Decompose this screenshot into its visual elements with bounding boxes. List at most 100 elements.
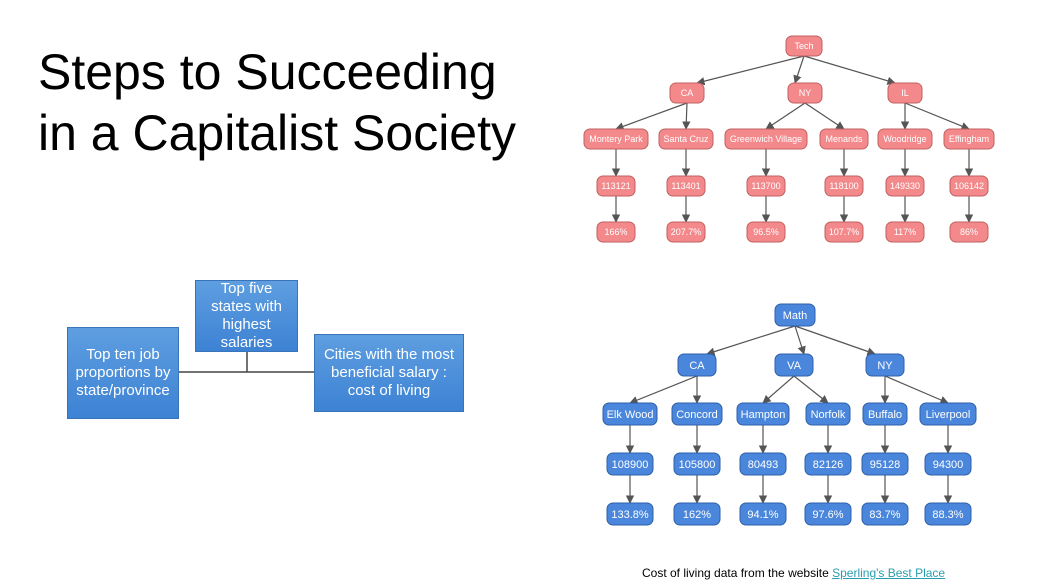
slide-title-line-1: Steps to Succeeding [38, 44, 497, 100]
tech_tree-city-node-label: Menands [825, 134, 863, 144]
math_tree-city-node: Hampton [736, 402, 790, 426]
tech_tree-salary-node-label: 113401 [671, 181, 700, 191]
tech_tree-ratio-node-box [596, 221, 636, 243]
math_tree-state-node: NY [865, 353, 905, 377]
tech_tree-city-node-box [724, 128, 808, 150]
math_tree-ratio-node-label: 97.6% [812, 509, 843, 521]
tech_tree-ratio-node-box [949, 221, 989, 243]
tech_tree-state-node-box [669, 82, 705, 104]
math_tree-root-node-label: Math [783, 310, 807, 322]
tech_tree-edge-state-city [615, 102, 688, 131]
tech_tree-ratio-node: 207.7% [666, 221, 706, 243]
footer-text: Cost of living data from the website [642, 566, 833, 580]
math_tree-city-node-box [671, 402, 723, 426]
tech_tree-salary-node-label: 106142 [954, 181, 984, 191]
math_tree-salary-node-label: 95128 [870, 459, 901, 471]
slide-title-line-2: in a Capitalist Society [38, 105, 517, 161]
tech_tree-ratio-node-box [666, 221, 706, 243]
math_tree-root-node: Math [774, 303, 816, 327]
math_tree-ratio-node-label: 133.8% [611, 509, 649, 521]
math_tree-salary-node-label: 82126 [813, 459, 844, 471]
math_tree-city-node: Elk Wood [602, 402, 658, 426]
math_tree-salary-node-box [924, 452, 972, 476]
tech_tree-root-node-box [785, 35, 823, 57]
tech_tree-city-node: Greenwich Village [724, 128, 808, 150]
math_tree-salary-node-box [606, 452, 654, 476]
math_tree-city-node-label: Liverpool [926, 409, 971, 421]
tech_tree-state-node-label: CA [681, 88, 694, 98]
tech_tree-state-node-box [787, 82, 823, 104]
math_tree-edge-state-city [762, 375, 795, 404]
math_tree-ratio-node: 83.7% [861, 502, 909, 526]
tech_tree-ratio-node-label: 166% [604, 227, 627, 237]
tech_tree-salary-node-label: 118100 [829, 181, 858, 191]
tech_tree-salary-node: 118100 [824, 175, 864, 197]
tech_tree-edge-state-city [682, 102, 691, 130]
tech_tree-salary-node-label: 149330 [890, 181, 920, 191]
math_tree-state-node: CA [677, 353, 717, 377]
math_tree-city-node-label: Norfolk [811, 409, 846, 421]
tech_tree-ratio-node: 166% [596, 221, 636, 243]
math_tree-salary-node: 105800 [673, 452, 721, 476]
math_tree-root-node-box [774, 303, 816, 327]
tech_tree-root-node-label: Tech [794, 41, 813, 51]
math_tree-city-node-box [805, 402, 851, 426]
sperlings-link[interactable]: Sperling's Best Place [832, 566, 946, 580]
math_tree-ratio-node-box [924, 502, 972, 526]
math_tree-ratio-node: 133.8% [606, 502, 654, 526]
tech_tree-state-node-label: IL [901, 88, 909, 98]
math_tree-edge-root-state [794, 325, 806, 355]
tech_tree-city-node-box [819, 128, 869, 150]
math_tree-salary-node-label: 105800 [679, 459, 716, 471]
tech_tree-state-node-box [887, 82, 923, 104]
tech_tree-salary-node: 106142 [949, 175, 989, 197]
tech_tree-ratio-node: 86% [949, 221, 989, 243]
tech_tree-city-node: Santa Cruz [658, 128, 714, 150]
math_tree-city-node: Buffalo [862, 402, 908, 426]
tech_tree-ratio-node: 107.7% [824, 221, 864, 243]
math_tree-salary-node-box [673, 452, 721, 476]
tech_tree-salary-node-box [824, 175, 864, 197]
flow-box-job-proportions: Top ten job proportions by state/provinc… [67, 327, 179, 419]
math_tree-salary-node-label: 94300 [933, 459, 964, 471]
tech_tree-city-node-label: Woodridge [883, 134, 926, 144]
math_tree-state-node: VA [774, 353, 814, 377]
math_tree-ratio-node-label: 88.3% [932, 509, 963, 521]
math_tree-salary-node-box [861, 452, 909, 476]
math_tree-state-node-label: NY [877, 360, 893, 372]
math_tree-salary-node-box [804, 452, 852, 476]
math_tree-salary-node-label: 80493 [748, 459, 779, 471]
tech_tree-city-node-box [658, 128, 714, 150]
math_tree-city-node-box [736, 402, 790, 426]
math_tree-city-node-label: Concord [676, 409, 718, 421]
tech_tree-edge-state-city [804, 102, 845, 130]
tech_tree-city-node-box [583, 128, 649, 150]
math_tree-ratio-node-box [673, 502, 721, 526]
flow-box-beneficial-cities: Cities with the most beneficial salary :… [314, 334, 464, 412]
tech_tree-salary-node-label: 113700 [751, 181, 780, 191]
tech_tree-ratio-node-label: 86% [960, 227, 978, 237]
math_tree-state-node-box [865, 353, 905, 377]
tech_tree-salary-node-label: 113121 [601, 181, 630, 191]
tech_tree-edge-root-state [793, 55, 805, 84]
math_tree-state-node-label: VA [787, 360, 802, 372]
tech_tree-state-node: NY [787, 82, 823, 104]
tech_tree-salary-node: 113401 [666, 175, 706, 197]
tech_tree-edge-state-city [765, 102, 806, 130]
math_tree-ratio-node: 88.3% [924, 502, 972, 526]
tech_tree-ratio-node-label: 117% [894, 227, 916, 237]
math_tree-salary-node: 94300 [924, 452, 972, 476]
math_tree-city-node-box [602, 402, 658, 426]
tech_tree-salary-node-box [885, 175, 925, 197]
flow-box-top-states: Top five states with highest salaries [195, 280, 298, 352]
tech_tree-city-node-box [943, 128, 995, 150]
math_tree-salary-node: 95128 [861, 452, 909, 476]
math_tree-city-node-label: Elk Wood [607, 409, 654, 421]
tech_tree-salary-node: 113700 [746, 175, 786, 197]
math_tree-edge-root-state [794, 325, 876, 356]
